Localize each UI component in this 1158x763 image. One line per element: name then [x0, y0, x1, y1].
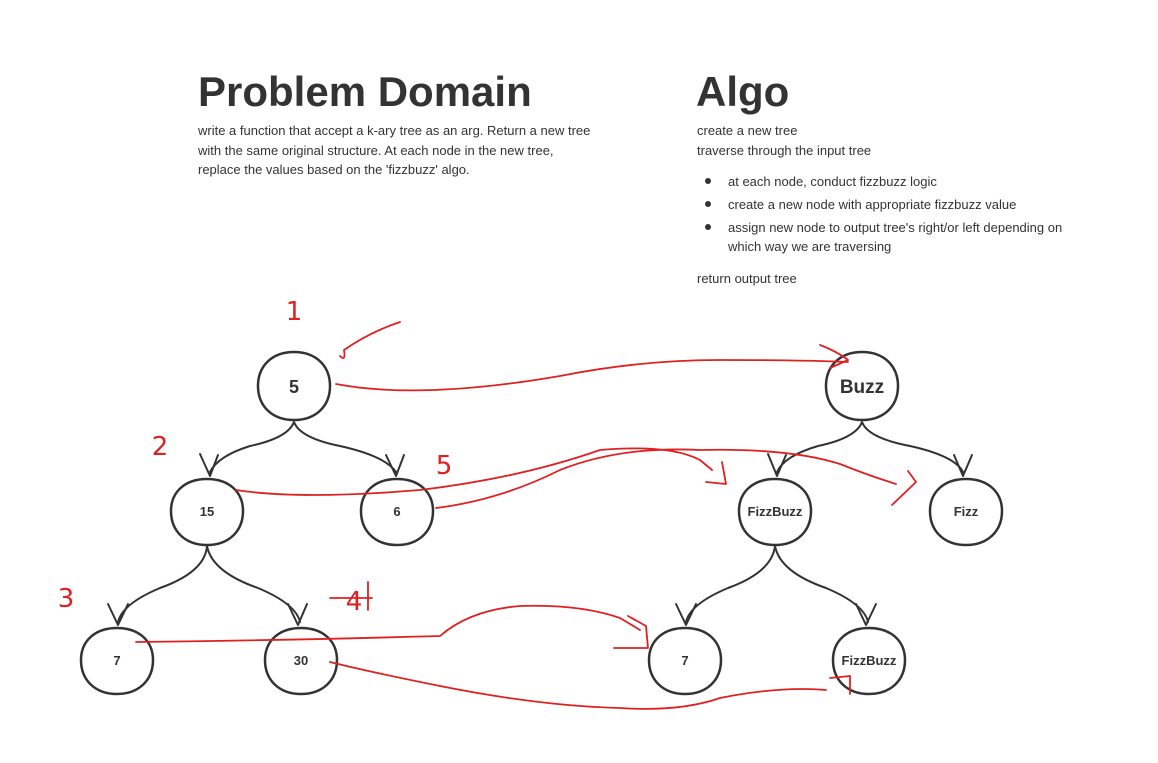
node-circle — [256, 350, 332, 422]
arrowhead-icon — [107, 603, 129, 626]
input-node-root: 5 — [256, 350, 332, 422]
input-tree-edges — [107, 421, 405, 626]
algo-bullet-text: create a new node with appropriate fizzb… — [728, 197, 1017, 212]
problem-domain-title: Problem Domain — [198, 68, 532, 115]
algo-bullet-item: assign new node to output tree's right/o… — [697, 218, 1097, 256]
mapping-arrow-7-to-7 — [135, 604, 641, 643]
edge-15-to-7 — [117, 545, 208, 623]
arrowhead-icon — [829, 675, 851, 695]
node-value: 15 — [200, 504, 214, 519]
edge-5-to-6 — [293, 421, 397, 473]
node-circle — [737, 477, 813, 547]
node-value: 5 — [289, 377, 299, 397]
red-order-marks — [329, 321, 401, 611]
output-node-root: Buzz — [824, 350, 900, 422]
arrowhead-icon — [855, 603, 877, 626]
node-value: 7 — [681, 653, 688, 668]
node-value: FizzBuzz — [748, 504, 803, 519]
output-node-left-left: 7 — [647, 626, 723, 696]
arrowhead-icon — [819, 344, 849, 369]
checkmark-icon — [339, 321, 401, 359]
input-node-left-right: 30 — [263, 626, 339, 696]
bullet-dot-icon — [705, 201, 711, 207]
arrowhead-icon — [675, 603, 697, 626]
output-tree-edges — [675, 421, 973, 626]
problem-domain-description: write a function that accept a k-ary tre… — [198, 123, 591, 177]
node-circle — [928, 477, 1004, 547]
arrowhead-icon — [199, 453, 219, 477]
order-mark-5: 5 — [436, 451, 453, 481]
edge-fizzbuzz-to-fizzbuzz — [774, 545, 869, 623]
node-value: Buzz — [840, 377, 884, 398]
algo-bullet-item: create a new node with appropriate fizzb… — [697, 195, 1097, 214]
node-circle — [359, 477, 435, 547]
input-node-left-left: 7 — [79, 626, 155, 696]
node-value: 6 — [393, 504, 400, 519]
input-node-left: 15 — [169, 477, 245, 547]
node-circle — [79, 626, 155, 696]
order-mark-2: 2 — [152, 432, 169, 462]
mapping-arrow-5-to-buzz — [335, 359, 849, 392]
node-circle — [831, 626, 907, 696]
output-node-right: Fizz — [928, 477, 1004, 547]
arrowhead-icon — [613, 615, 649, 649]
edge-fizzbuzz-to-7 — [685, 545, 776, 623]
order-mark-1: 1 — [286, 297, 303, 327]
order-mark-3: 3 — [58, 584, 75, 614]
bullet-dot-icon — [705, 178, 711, 184]
algo-step-create-tree: create a new tree — [697, 123, 798, 138]
order-mark-4: 4 — [346, 587, 363, 617]
node-circle — [169, 477, 245, 547]
node-circle — [647, 626, 723, 696]
output-node-left-right: FizzBuzz — [831, 626, 907, 696]
bullet-dot-icon — [705, 224, 711, 230]
algo-bullet-list: at each node, conduct fizzbuzz logic cre… — [697, 172, 1097, 260]
node-value: Fizz — [954, 504, 979, 519]
arrowhead-icon — [891, 470, 917, 506]
mapping-arrow-6-to-fizz — [435, 448, 897, 509]
arrowhead-icon — [705, 461, 727, 485]
mapping-arrow-15-to-fizzbuzz — [235, 447, 713, 496]
node-circle — [824, 350, 900, 422]
red-mapping-arrows — [135, 344, 917, 710]
algo-title: Algo — [696, 68, 790, 115]
algo-bullet-text: assign new node to output tree's right/o… — [728, 220, 1063, 254]
edge-buzz-to-fizz — [861, 421, 964, 473]
algo-step-return: return output tree — [697, 271, 797, 286]
input-node-right: 6 — [359, 477, 435, 547]
arrowhead-icon — [767, 453, 787, 477]
input-tree-nodes: 5 15 6 7 30 — [79, 350, 435, 696]
node-value: 30 — [294, 653, 308, 668]
arrowhead-icon — [385, 454, 405, 477]
edge-5-to-15 — [209, 421, 295, 473]
node-circle — [263, 626, 339, 696]
algo-step-traverse: traverse through the input tree — [697, 143, 872, 158]
node-value: 7 — [113, 653, 120, 668]
output-node-left: FizzBuzz — [737, 477, 813, 547]
edge-15-to-30 — [206, 545, 301, 623]
mapping-arrow-30-to-fizzbuzz — [329, 661, 827, 710]
node-value: FizzBuzz — [842, 653, 897, 668]
arrowhead-icon — [953, 454, 973, 477]
output-tree-nodes: Buzz FizzBuzz Fizz 7 FizzBuzz — [647, 350, 1004, 696]
algo-bullet-item: at each node, conduct fizzbuzz logic — [697, 172, 1097, 191]
algo-bullet-text: at each node, conduct fizzbuzz logic — [728, 174, 937, 189]
arrowhead-icon — [287, 603, 308, 626]
underline-mark — [329, 581, 373, 611]
edge-buzz-to-fizzbuzz — [776, 421, 863, 473]
